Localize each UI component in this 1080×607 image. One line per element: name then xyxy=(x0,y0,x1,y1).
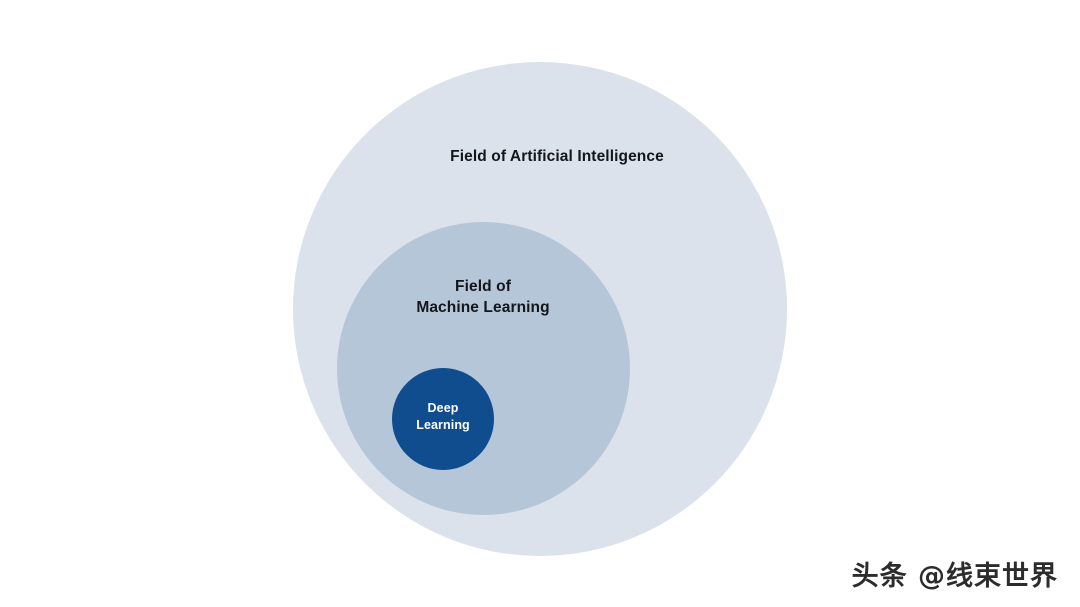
machine-learning-circle xyxy=(337,222,630,515)
deep-learning-label: Deep Learning xyxy=(416,401,470,432)
deep-learning-circle xyxy=(392,368,494,470)
watermark-text: 头条 @线束世界 xyxy=(851,561,1058,592)
machine-learning-label: Field of Machine Learning xyxy=(416,278,550,316)
artificial-intelligence-label: Field of Artificial Intelligence xyxy=(450,148,664,165)
